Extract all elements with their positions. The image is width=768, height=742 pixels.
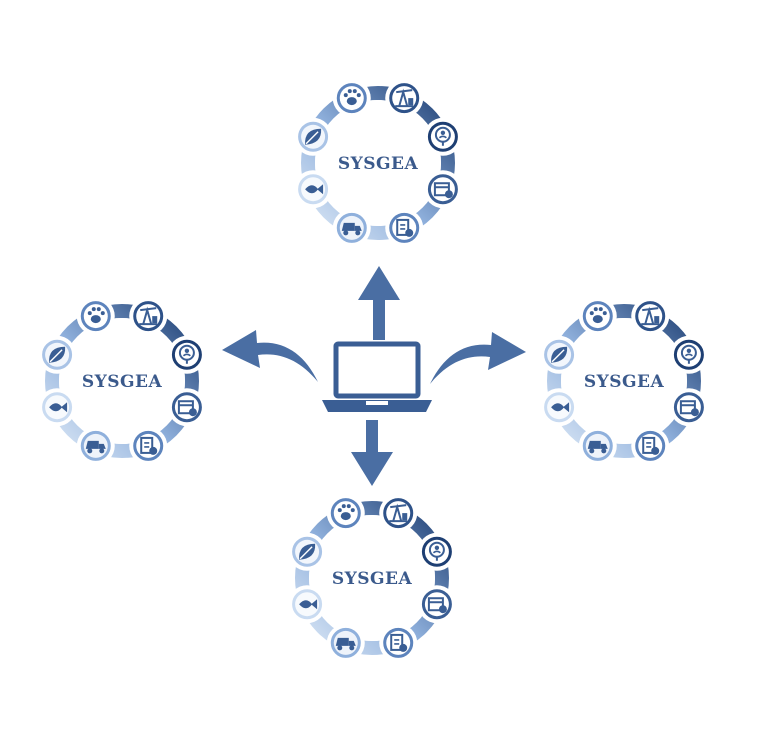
user-location-icon [417,532,456,571]
paw-icon [332,79,371,118]
report-icon [129,426,168,465]
hub-left: SYSGEA [38,297,206,465]
hub-ring [547,304,701,458]
user-location-icon [669,335,708,374]
paw-icon [578,297,617,336]
leaf-icon [38,335,77,374]
hub-label: SYSGEA [584,372,665,392]
hub-bottom: SYSGEA [288,494,456,662]
oil-pump-icon [129,297,168,336]
user-location-icon [423,117,462,156]
oil-pump-icon [631,297,670,336]
leaf-icon [540,335,579,374]
dump-truck-icon [76,426,115,465]
hubs-layer: SYSGEA SYSGEA SYSGEA SYSGEA [38,79,708,662]
leaf-icon [294,117,333,156]
paw-icon [76,297,115,336]
hub-ring [45,304,199,458]
dump-truck-icon [332,208,371,247]
fish-icon [294,170,333,209]
calendar-icon [417,585,456,624]
report-icon [385,208,424,247]
fish-icon [540,388,579,427]
hub-label: SYSGEA [332,569,413,589]
hub-ring [301,86,455,240]
oil-pump-icon [385,79,424,118]
arrow-down [351,420,393,486]
fish-icon [288,585,327,624]
dump-truck-icon [326,623,365,662]
leaf-icon [288,532,327,571]
oil-pump-icon [379,494,418,533]
hub-top: SYSGEA [294,79,462,247]
report-icon [631,426,670,465]
report-icon [379,623,418,662]
hub-ring [295,501,449,655]
calendar-icon [167,388,206,427]
fish-icon [38,388,77,427]
paw-icon [326,494,365,533]
hub-label: SYSGEA [338,154,419,174]
laptop-icon [322,341,432,412]
hub-right: SYSGEA [540,297,708,465]
calendar-icon [423,170,462,209]
arrow-up [358,266,400,340]
calendar-icon [669,388,708,427]
hub-label: SYSGEA [82,372,163,392]
arrow-right [430,332,526,384]
arrow-left [222,330,318,382]
dump-truck-icon [578,426,617,465]
user-location-icon [167,335,206,374]
